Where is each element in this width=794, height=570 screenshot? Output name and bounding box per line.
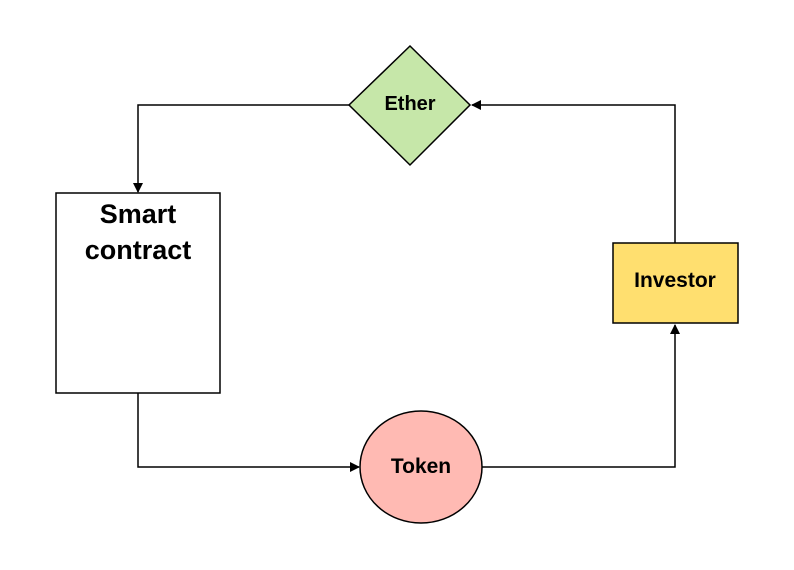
token-circle — [359, 410, 483, 524]
edge-ether-to-smart-contract — [133, 104, 349, 193]
node-token: Token — [359, 410, 483, 524]
edge-smart-contract-to-token — [137, 393, 360, 472]
node-ether: Ether — [347, 44, 472, 167]
ether-label: Ether — [384, 93, 435, 115]
node-smart-contract: Smart contract — [55, 192, 221, 394]
investor-label: Investor — [634, 269, 716, 292]
smart-contract-label-line1: Smart — [100, 199, 177, 229]
smart-contract-box — [55, 192, 221, 394]
node-investor: Investor — [612, 242, 739, 324]
edge-token-to-investor — [482, 324, 680, 468]
investor-box — [612, 242, 739, 324]
smart-contract-label-line2: contract — [85, 235, 192, 265]
edge-investor-to-ether — [471, 100, 676, 243]
token-label: Token — [391, 455, 451, 478]
ether-diamond — [347, 44, 472, 167]
